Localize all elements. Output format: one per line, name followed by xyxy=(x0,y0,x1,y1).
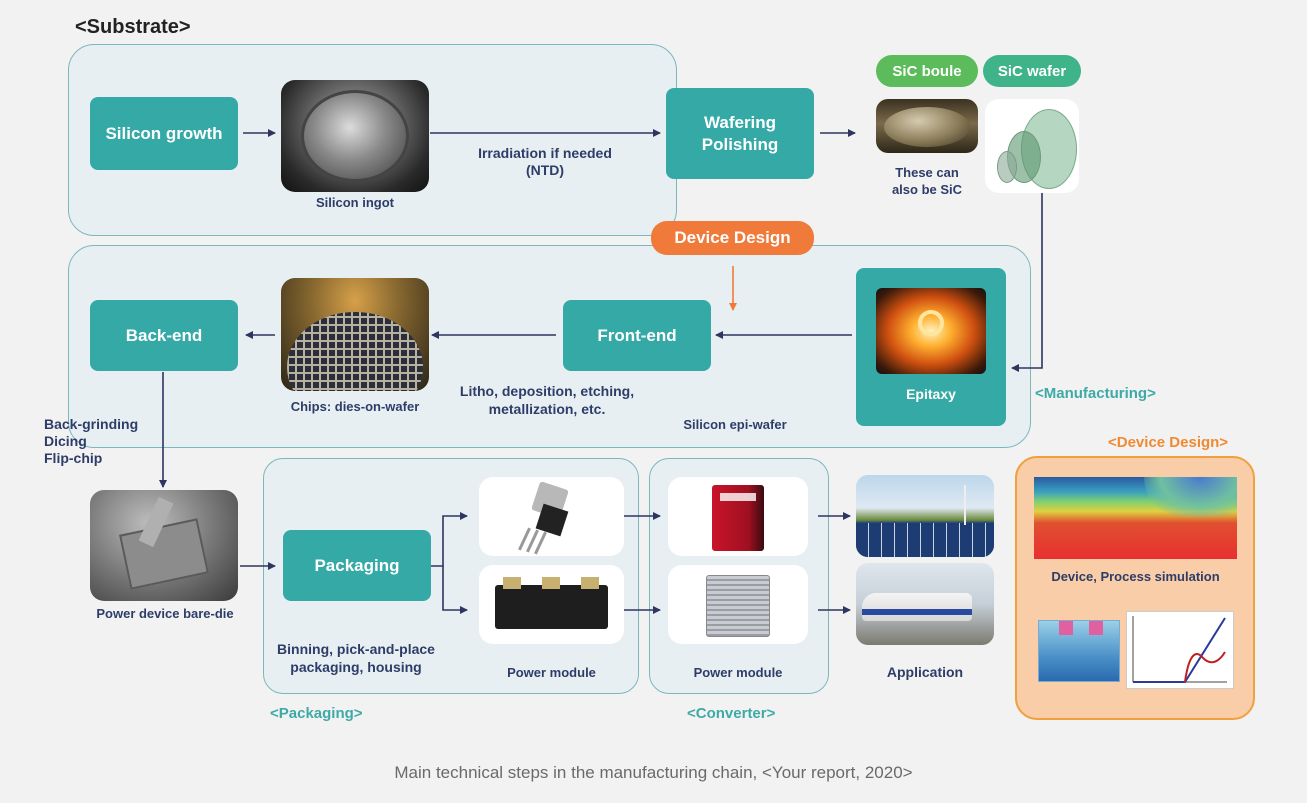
sic-note-caption: These can also be SiC xyxy=(891,165,963,197)
manufacturing-tag: <Manufacturing> xyxy=(1035,385,1156,402)
figure-caption: Main technical steps in the manufacturin… xyxy=(394,763,913,782)
epitaxy-step: Epitaxy xyxy=(856,268,1006,426)
litho-caption: Litho, deposition, etching, metallizatio… xyxy=(459,383,635,417)
chips-caption: Chips: dies-on-wafer xyxy=(290,399,420,414)
device-design-pill: Device Design xyxy=(651,221,814,255)
sic-boule-image xyxy=(876,99,978,153)
sic-wafer-pill: SiC wafer xyxy=(983,55,1081,87)
packaging-power-module-caption: Power module xyxy=(507,665,596,680)
silicon-growth-step: Silicon growth xyxy=(90,97,238,170)
sic-wafer-image xyxy=(985,99,1079,193)
discrete-device-image xyxy=(479,477,624,556)
bare-die-image xyxy=(90,490,238,601)
epitaxy-image xyxy=(876,288,986,374)
back-end-step: Back-end xyxy=(90,300,238,371)
back-grinding-caption: Back-grinding Dicing Flip-chip xyxy=(44,416,139,466)
irradiation-caption: Irradiation if needed (NTD) xyxy=(478,145,612,178)
solar-wind-image xyxy=(856,475,994,557)
bare-die-caption: Power device bare-die xyxy=(96,606,234,621)
simulation-caption: Device, Process simulation xyxy=(1051,569,1220,584)
train-image xyxy=(856,563,994,645)
chips-wafer-image xyxy=(281,278,429,391)
arrow-packaging-to-module xyxy=(442,566,468,614)
arrow-sic-to-epitaxy xyxy=(1011,192,1043,372)
wafering-polishing-step: Wafering Polishing xyxy=(666,88,814,179)
application-caption: Application xyxy=(886,664,964,680)
iv-curve-chart xyxy=(1126,611,1234,689)
epitaxy-label: Epitaxy xyxy=(906,386,956,402)
binning-caption: Binning, pick-and-place packaging, housi… xyxy=(277,641,435,675)
simulation-image xyxy=(1034,477,1237,559)
sic-boule-pill: SiC boule xyxy=(876,55,978,87)
inverter-image xyxy=(668,477,808,556)
power-module-image xyxy=(479,565,624,644)
device-cross-section-image xyxy=(1038,620,1120,682)
silicon-ingot-caption: Silicon ingot xyxy=(316,195,394,210)
converter-tag: <Converter> xyxy=(687,705,776,722)
epi-wafer-caption: Silicon epi-wafer xyxy=(683,417,787,432)
packaging-tag: <Packaging> xyxy=(270,705,363,722)
front-end-step: Front-end xyxy=(563,300,711,371)
packaging-step: Packaging xyxy=(283,530,431,601)
device-design-tag: <Device Design> xyxy=(1108,434,1229,451)
hvac-image xyxy=(668,565,808,644)
silicon-ingot-image xyxy=(281,80,429,192)
converter-power-module-caption: Power module xyxy=(693,665,783,680)
arrow-packaging-to-discrete xyxy=(430,512,468,567)
substrate-heading: <Substrate> xyxy=(75,16,191,38)
